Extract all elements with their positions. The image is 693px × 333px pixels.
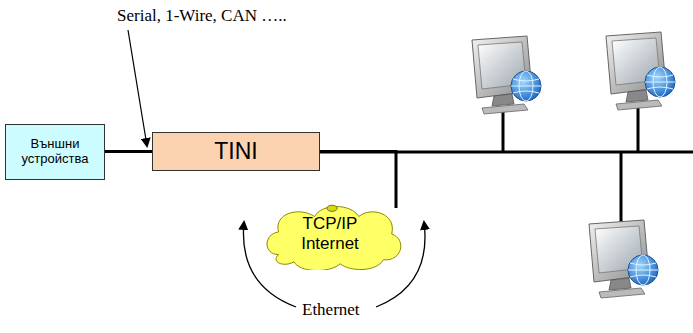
interface-label: Serial, 1-Wire, CAN ….. — [117, 6, 287, 26]
ethernet-label: Ethernet — [302, 300, 360, 320]
node-text: Външни устройства — [10, 137, 100, 167]
device-box: Външни устройства — [5, 124, 105, 180]
node-text: TINI — [214, 138, 257, 164]
connector-line — [105, 150, 152, 153]
connector-line — [320, 152, 396, 209]
node-text: TCP/IP Internet — [291, 214, 369, 253]
tini-box: TINI — [152, 132, 320, 171]
internet-cloud: TCP/IP Internet — [258, 198, 402, 270]
